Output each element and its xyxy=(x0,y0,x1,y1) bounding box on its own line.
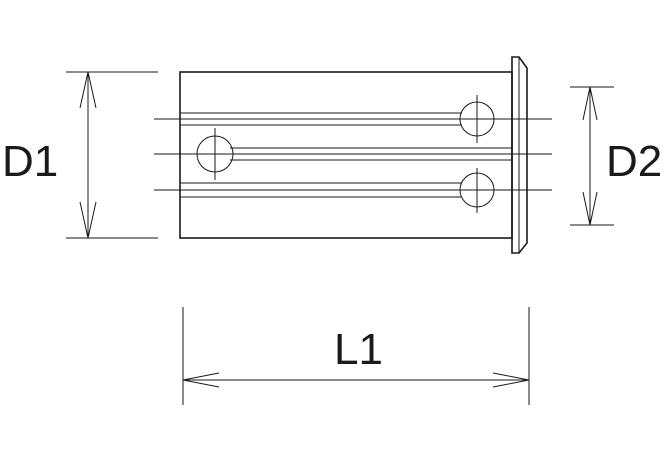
dimension-d1: D1 xyxy=(2,71,158,239)
d1-label: D1 xyxy=(2,137,58,186)
l1-label: L1 xyxy=(334,325,383,374)
l1-arrow-left xyxy=(182,372,220,388)
dimension-l1: L1 xyxy=(182,307,530,405)
l1-arrow-right xyxy=(492,372,530,388)
d1-arrow-top xyxy=(79,71,97,109)
dimension-d2: D2 xyxy=(570,86,662,226)
d2-arrow-bottom xyxy=(582,191,598,226)
slot-middle xyxy=(154,128,552,180)
sleeve-outline xyxy=(179,71,513,239)
d1-arrow-bottom xyxy=(79,201,97,239)
slot-top xyxy=(154,95,552,143)
slot-bottom xyxy=(154,168,552,213)
sleeve-body xyxy=(179,56,528,254)
d2-label: D2 xyxy=(606,137,662,186)
d2-arrow-top xyxy=(582,86,598,121)
